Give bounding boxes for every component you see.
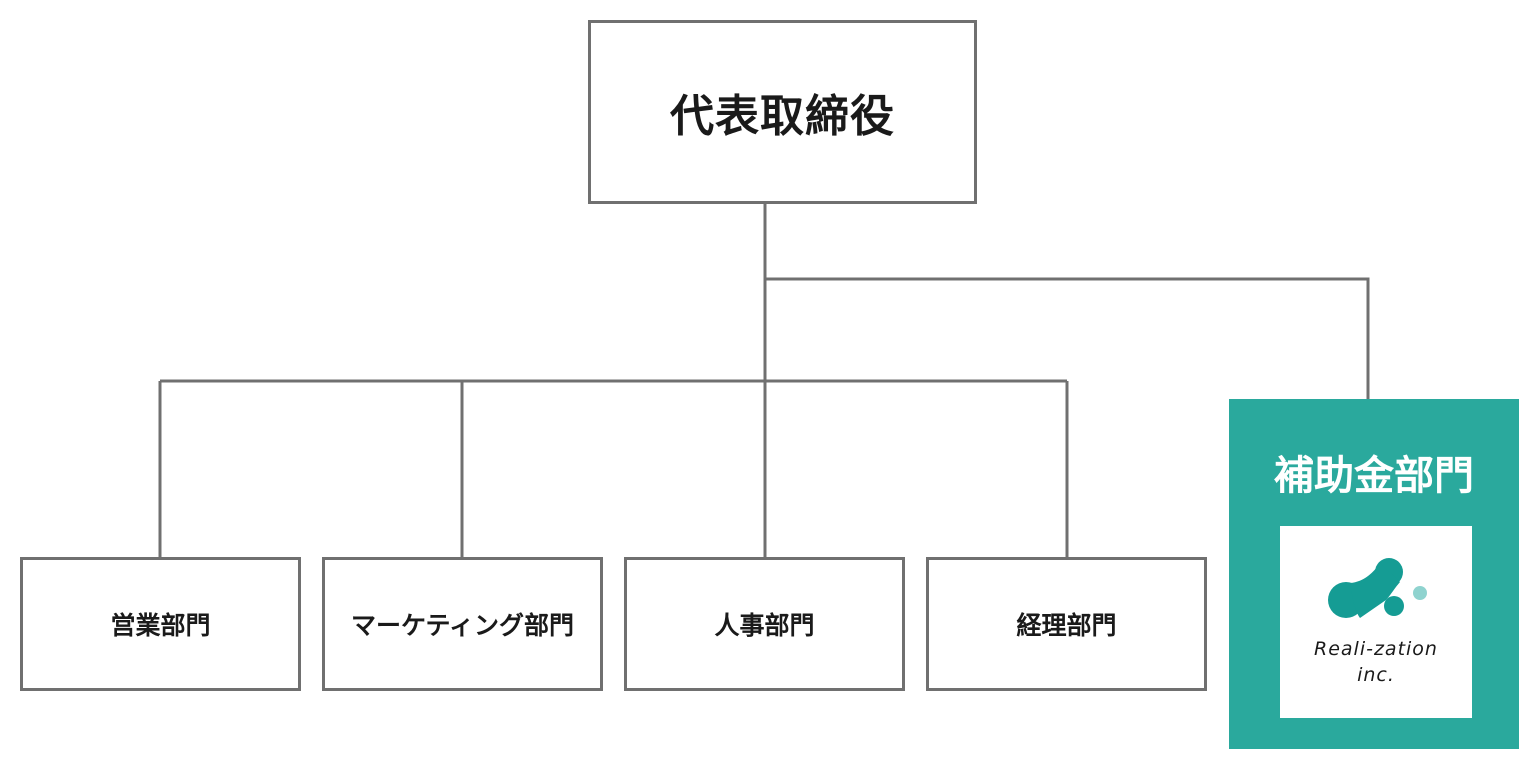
- logo-company-name: Reali-zation: [1314, 638, 1438, 660]
- dept-label-hr: 人事部門: [714, 611, 815, 640]
- reali-zation-logo-icon: [1328, 558, 1427, 618]
- dept-label-accounting: 経理部門: [1016, 611, 1117, 640]
- representative-director-box: 代表取締役: [588, 20, 977, 204]
- dept-box-sales: 営業部門: [20, 557, 301, 691]
- subsidy-dept-box: 補助金部門 Reali-zation inc.: [1229, 399, 1519, 749]
- dept-label-sales: 営業部門: [110, 611, 211, 640]
- subsidy-dept-label: 補助金部門: [1274, 453, 1474, 499]
- company-logo-card: Reali-zation inc.: [1280, 526, 1472, 718]
- representative-director-label: 代表取締役: [670, 91, 895, 142]
- dept-box-marketing: マーケティング部門: [322, 557, 603, 691]
- dept-label-marketing: マーケティング部門: [350, 611, 574, 640]
- connector-subsidy-branch: [765, 277, 1370, 399]
- dept-box-hr: 人事部門: [624, 557, 905, 691]
- dept-box-accounting: 経理部門: [926, 557, 1207, 691]
- logo-company-suffix: inc.: [1357, 664, 1395, 686]
